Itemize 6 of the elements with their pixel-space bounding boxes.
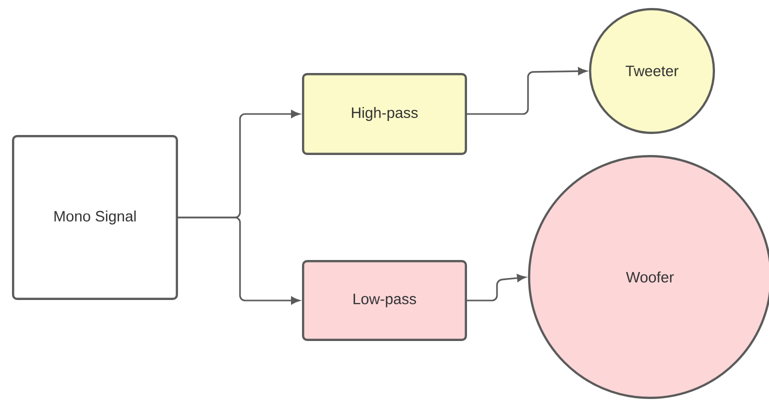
signal-box: Mono Signal [12,135,178,300]
arrow [467,274,526,302]
arrow [467,67,587,115]
filter-box: High-pass [302,73,467,155]
arrow [178,216,300,304]
filter-box: Low-pass [302,260,467,341]
